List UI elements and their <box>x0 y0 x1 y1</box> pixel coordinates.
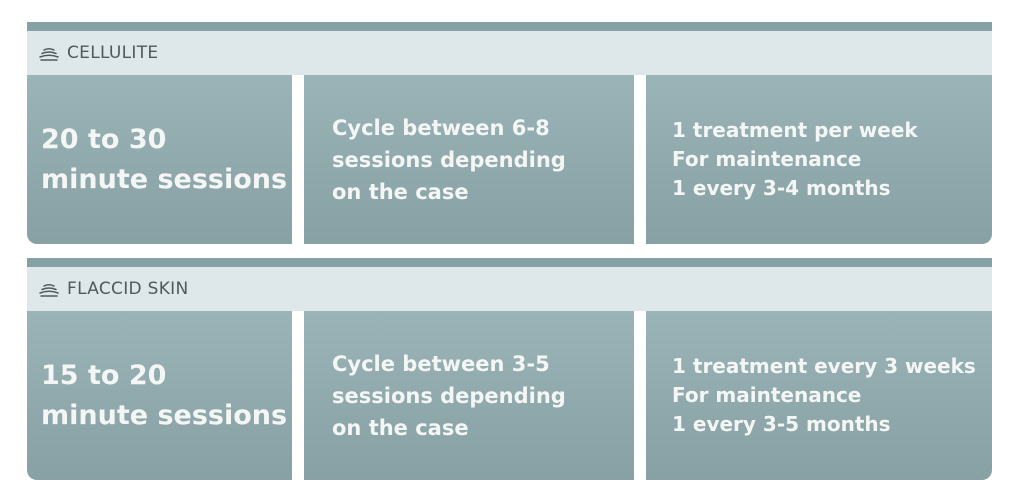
frequency-line: 1 every 3-5 months <box>672 412 891 436</box>
section-header: FLACCID SKIN <box>27 267 992 311</box>
duration-line: 15 to 20 <box>41 359 167 391</box>
cycle-line: on the case <box>332 179 469 204</box>
treatment-section-cellulite: CELLULITE 20 to 30 minute sessions Cycle… <box>27 22 992 244</box>
cycle-line: on the case <box>332 415 469 440</box>
duration-line: minute sessions <box>41 399 288 431</box>
frequency-line: 1 treatment per week <box>672 118 918 142</box>
cycle-line: Cycle between 3-5 <box>332 351 550 376</box>
cycle-cell: Cycle between 3-5 sessions depending on … <box>304 311 634 480</box>
cycle-line: Cycle between 6-8 <box>332 115 550 140</box>
cycle-line: sessions depending <box>332 383 566 408</box>
section-header: CELLULITE <box>27 31 992 75</box>
section-top-strip <box>27 258 992 267</box>
frequency-line: 1 every 3-4 months <box>672 176 891 200</box>
duration-line: 20 to 30 <box>41 123 167 155</box>
section-title: FLACCID SKIN <box>67 279 189 299</box>
waves-icon <box>39 282 59 297</box>
section-title: CELLULITE <box>67 43 159 63</box>
section-top-strip <box>27 22 992 31</box>
frequency-cell: 1 treatment every 3 weeks For maintenanc… <box>646 311 992 480</box>
duration-cell: 20 to 30 minute sessions <box>27 75 292 244</box>
section-row: 20 to 30 minute sessions Cycle between 6… <box>27 75 992 244</box>
cycle-line: sessions depending <box>332 147 566 172</box>
duration-cell: 15 to 20 minute sessions <box>27 311 292 480</box>
duration-line: minute sessions <box>41 163 288 195</box>
frequency-line: 1 treatment every 3 weeks <box>672 354 976 378</box>
treatment-section-flaccid-skin: FLACCID SKIN 15 to 20 minute sessions Cy… <box>27 258 992 480</box>
cycle-cell: Cycle between 6-8 sessions depending on … <box>304 75 634 244</box>
frequency-line: For maintenance <box>672 147 862 171</box>
frequency-line: For maintenance <box>672 383 862 407</box>
section-row: 15 to 20 minute sessions Cycle between 3… <box>27 311 992 480</box>
waves-icon <box>39 46 59 61</box>
frequency-cell: 1 treatment per week For maintenance 1 e… <box>646 75 992 244</box>
